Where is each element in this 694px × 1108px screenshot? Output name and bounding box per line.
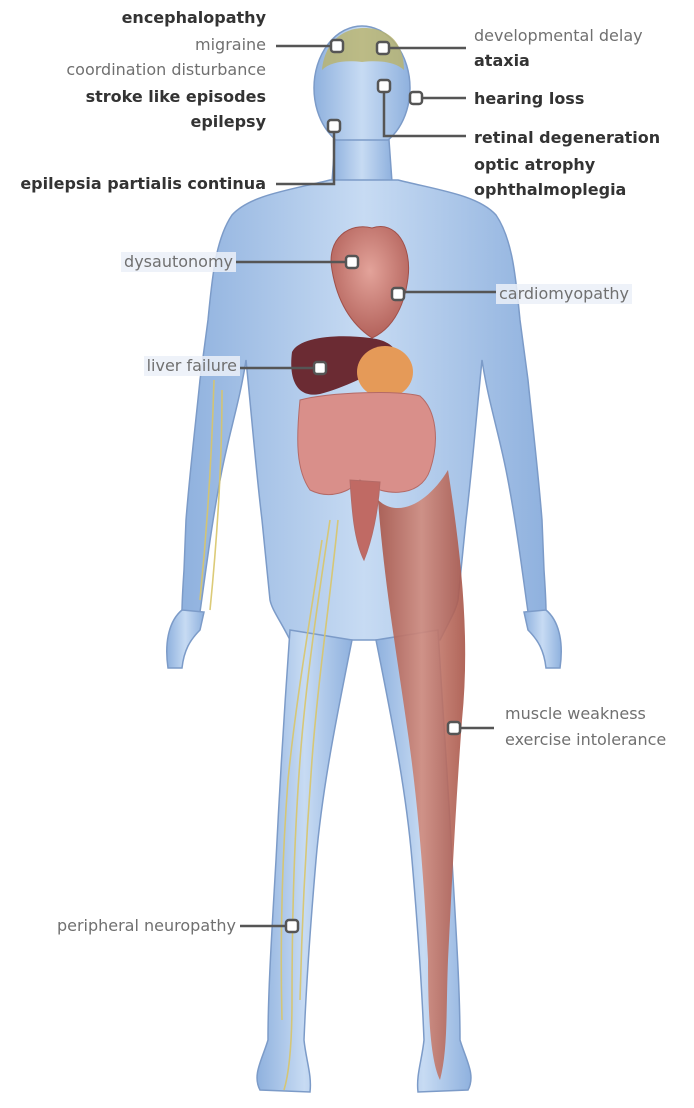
label-exercise-intolerance: exercise intolerance: [505, 730, 666, 750]
label-ataxia: ataxia: [474, 51, 530, 71]
label-retinal-degeneration: retinal degeneration: [474, 128, 660, 148]
label-developmental-delay: developmental delay: [474, 26, 643, 46]
marker-dysautonomy: [346, 256, 358, 268]
label-muscle-weakness: muscle weakness: [505, 704, 646, 724]
marker-retinal: [378, 80, 390, 92]
marker-hearing-loss: [410, 92, 422, 104]
marker-liver-failure: [314, 362, 326, 374]
marker-peripheral-neuropathy: [286, 920, 298, 932]
label-optic-atrophy: optic atrophy: [474, 155, 595, 175]
left-hand: [167, 610, 204, 668]
left-leg: [257, 630, 352, 1092]
label-coordination-disturbance: coordination disturbance: [66, 60, 266, 80]
stomach: [357, 346, 413, 398]
label-stroke-like-episodes: stroke like episodes: [86, 87, 266, 107]
label-hearing-loss: hearing loss: [474, 89, 584, 109]
label-cardiomyopathy: cardiomyopathy: [496, 284, 632, 304]
label-dysautonomy: dysautonomy: [121, 252, 236, 272]
label-encephalopathy: encephalopathy: [122, 8, 266, 28]
label-ophthalmoplegia: ophthalmoplegia: [474, 180, 626, 200]
label-migraine: migraine: [195, 35, 266, 55]
right-hand: [524, 610, 561, 668]
marker-muscle-weakness: [448, 722, 460, 734]
marker-developmental-delay: [377, 42, 389, 54]
marker-cardiomyopathy: [392, 288, 404, 300]
label-peripheral-neuropathy: peripheral neuropathy: [57, 916, 236, 936]
neck: [332, 140, 392, 182]
label-epilepsy: epilepsy: [190, 112, 266, 132]
label-epilepsia-partialis-continua: epilepsia partialis continua: [20, 174, 266, 194]
label-liver-failure: liver failure: [144, 356, 240, 376]
marker-epilepsy: [328, 120, 340, 132]
marker-migraine: [331, 40, 343, 52]
